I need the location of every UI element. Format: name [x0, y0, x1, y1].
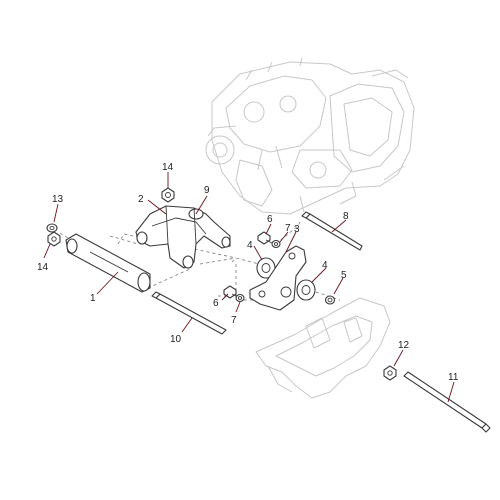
part-14-nut-left — [47, 231, 61, 247]
callout-7-upper: 7 — [285, 223, 291, 234]
callout-4-left: 4 — [247, 240, 253, 251]
callout-9: 9 — [204, 185, 210, 196]
part-3-plate — [249, 245, 307, 311]
part-5-ring — [324, 295, 336, 305]
callout-7-lower: 7 — [231, 315, 237, 326]
part-7-washer-lower — [235, 293, 245, 303]
callout-1: 1 — [90, 293, 96, 304]
frame-ghost — [255, 297, 391, 399]
callout-14-top: 14 — [162, 162, 174, 173]
callout-14-left: 14 — [37, 262, 49, 273]
callout-11: 11 — [448, 372, 459, 383]
callout-6-lower: 6 — [213, 298, 219, 309]
part-6-bolt-upper — [257, 231, 275, 245]
part-4-bushing-right — [296, 279, 316, 301]
leader-lines — [43, 172, 455, 403]
callout-6-upper: 6 — [267, 214, 273, 225]
callout-labels: 1 2 3 4 4 5 6 6 7 7 8 9 10 11 12 13 14 1… — [37, 162, 459, 383]
part-10-bolt — [151, 291, 227, 335]
part-1-tube — [65, 233, 151, 293]
callout-2: 2 — [138, 194, 144, 205]
part-14-nut-top — [161, 187, 175, 203]
part-13-washer — [46, 223, 58, 233]
callout-12: 12 — [398, 340, 410, 351]
callout-5: 5 — [341, 270, 347, 281]
part-11-bolt — [403, 371, 491, 433]
part-2-9-swingarm — [135, 205, 231, 269]
part-7-washer-upper — [271, 239, 281, 249]
part-12-nut — [383, 365, 397, 381]
part-8-bolt — [301, 211, 363, 251]
callout-8: 8 — [343, 211, 349, 222]
callout-3: 3 — [294, 224, 300, 235]
engine-ghost — [205, 57, 415, 215]
callout-10: 10 — [170, 334, 182, 345]
callout-4-right: 4 — [322, 260, 328, 271]
callout-13: 13 — [52, 194, 64, 205]
